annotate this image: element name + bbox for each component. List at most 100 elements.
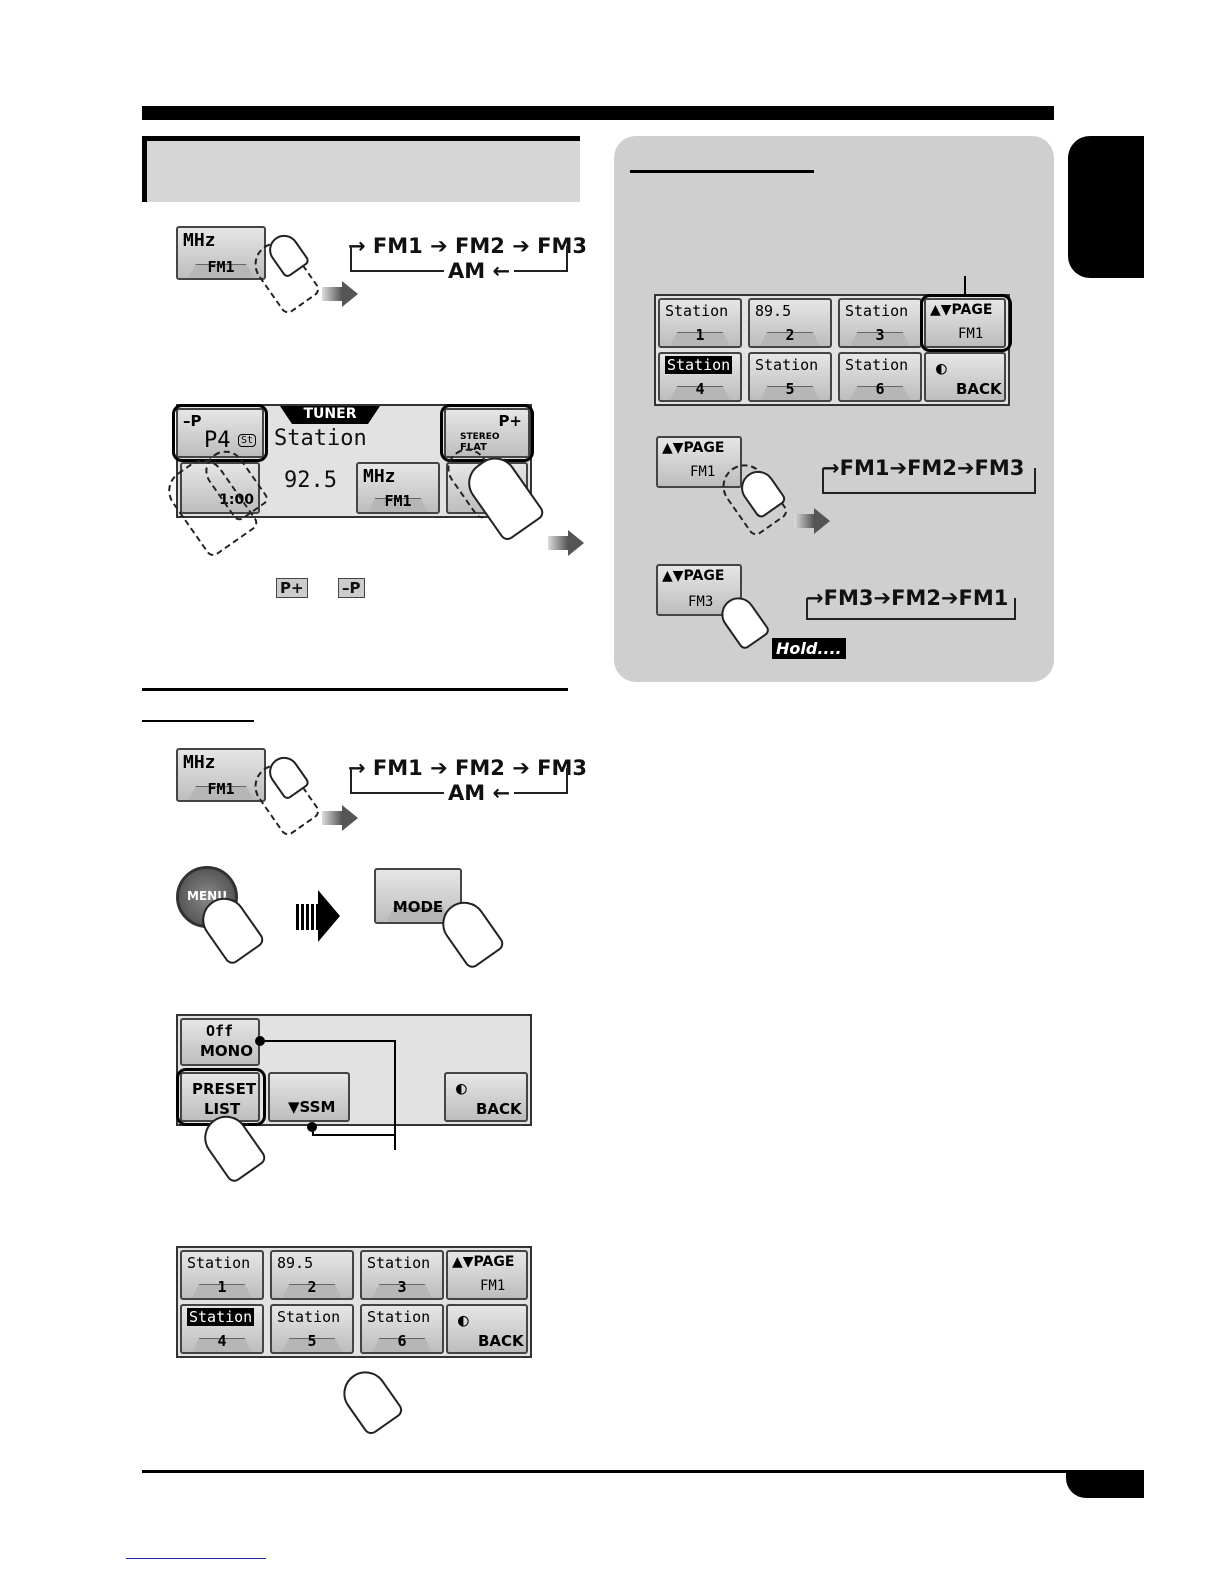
cycle-am-label: AM — [448, 259, 486, 283]
button-tab — [760, 332, 820, 346]
preset-number: P4 — [204, 428, 231, 453]
preset-number: 6 — [875, 380, 885, 398]
tip-heading-rule — [630, 170, 814, 173]
ssm-button[interactable]: ▼SSM — [268, 1072, 350, 1122]
cycle-arrow-icon: ➔ — [430, 234, 456, 258]
cycle-loop-line — [806, 598, 1016, 620]
preset-up-label: P+ — [498, 412, 522, 430]
page-updown-icon: ▲▼ — [452, 1254, 474, 1270]
page-label: ▲▼PAGE — [930, 302, 992, 318]
button-tab — [386, 908, 450, 922]
cycle-arrow-icon: ➔ — [956, 456, 975, 480]
preset-number: 3 — [397, 1278, 407, 1296]
cycle-arrow-icon: → — [348, 756, 373, 780]
page-band: FM3 — [688, 594, 714, 610]
back-button[interactable]: ◐ BACK — [924, 352, 1006, 402]
back-button[interactable]: ◐ BACK — [446, 1304, 528, 1354]
band-cycle: → FM1 ➔ FM2 ➔ FM3 — [348, 234, 587, 258]
tuner-banner: TUNER — [280, 406, 380, 424]
press-arrow-icon — [322, 281, 358, 307]
page-button[interactable]: ▲▼PAGE FM1 — [446, 1250, 528, 1300]
list-label: LIST — [204, 1100, 241, 1118]
band-button[interactable]: MHz FM1 — [176, 226, 266, 280]
clock-back-icon: ◐ — [456, 1078, 467, 1099]
button-tab — [192, 1338, 252, 1352]
cycle-fm3: FM3 — [823, 586, 874, 610]
band-label: FM1 — [384, 492, 412, 510]
cycle-am-label: AM — [448, 781, 486, 805]
button-tab — [368, 498, 428, 512]
preset-button[interactable]: Station 3 — [360, 1250, 444, 1300]
stereo-label: STEREO — [460, 432, 500, 442]
mono-button[interactable]: Off MONO — [180, 1018, 260, 1066]
preset-name: Station — [187, 1308, 255, 1326]
page-label: ▲▼PAGE — [662, 440, 724, 456]
off-label: Off — [206, 1022, 234, 1040]
band-button[interactable]: MHz FM1 — [176, 748, 266, 802]
mode-label: MODE — [392, 898, 444, 916]
highlight-ring — [920, 294, 1012, 352]
preset-list-button[interactable]: PRESET LIST — [180, 1072, 260, 1122]
preset-name: Station — [367, 1254, 431, 1272]
page-button[interactable]: ▲▼PAGE FM1 — [924, 298, 1006, 348]
cycle-arrow-icon: ← — [485, 259, 511, 283]
button-tab — [192, 1284, 252, 1298]
band-button[interactable]: MHz FM1 — [356, 462, 440, 514]
press-arrow-icon — [548, 530, 584, 556]
button-tab — [850, 386, 910, 400]
finger-icon — [334, 1362, 406, 1438]
back-label: BACK — [478, 1332, 524, 1350]
page-button[interactable]: ▲▼PAGE FM1 — [656, 436, 742, 488]
mhz-label: MHz — [183, 752, 216, 773]
back-label: BACK — [476, 1100, 522, 1118]
preset-name: Station — [665, 302, 729, 320]
mhz-label: MHz — [183, 230, 216, 251]
page-label: ▲▼PAGE — [662, 568, 724, 584]
preset-down-button[interactable]: –P P4 St — [176, 408, 264, 458]
next-arrow-icon — [318, 890, 340, 942]
page-label: ▲▼PAGE — [452, 1254, 514, 1270]
preset-name: Station — [845, 356, 909, 374]
cycle-fm3: FM3 — [537, 234, 587, 258]
page-text: PAGE — [683, 440, 725, 456]
preset-number: 4 — [217, 1332, 227, 1350]
back-button[interactable]: ◐ BACK — [444, 1072, 528, 1122]
press-arrow-icon — [794, 508, 830, 534]
back-label: BACK — [956, 380, 1002, 398]
heading-rule — [142, 688, 568, 691]
preset-down-label: –P — [183, 412, 202, 430]
stripe-arrow-icon — [296, 904, 320, 930]
bottom-rule — [142, 1470, 1144, 1473]
cycle-arrow-icon: ➔ — [940, 586, 959, 610]
page-text: PAGE — [951, 302, 993, 318]
inline-plus-icon: P+ — [276, 578, 308, 598]
clock-button[interactable]: 1:00 — [180, 462, 260, 514]
cycle-fm2: FM2 — [891, 586, 941, 610]
preset-button[interactable]: Station 4 — [180, 1304, 264, 1354]
cycle-arrow-icon: ➔ — [512, 234, 538, 258]
cycle-fm1: FM1 — [958, 586, 1009, 610]
preset-up-button[interactable]: P+ STEREO FLAT — [444, 408, 530, 458]
press-arrow-icon — [322, 805, 358, 831]
section-title-box — [142, 136, 580, 202]
preset-button[interactable]: Station 6 — [838, 352, 922, 402]
cycle-arrow-icon: ➔ — [430, 756, 456, 780]
button-tab — [282, 1284, 342, 1298]
callout-line — [394, 1040, 396, 1150]
mode-button[interactable]: MODE — [374, 868, 462, 924]
page-updown-icon: ▲▼ — [662, 440, 684, 456]
preset-name: Station — [665, 356, 733, 374]
page-band: FM1 — [480, 1278, 506, 1294]
preset-name: Station — [755, 356, 819, 374]
cycle-arrow-icon: → — [822, 456, 840, 480]
button-tab — [372, 1284, 432, 1298]
